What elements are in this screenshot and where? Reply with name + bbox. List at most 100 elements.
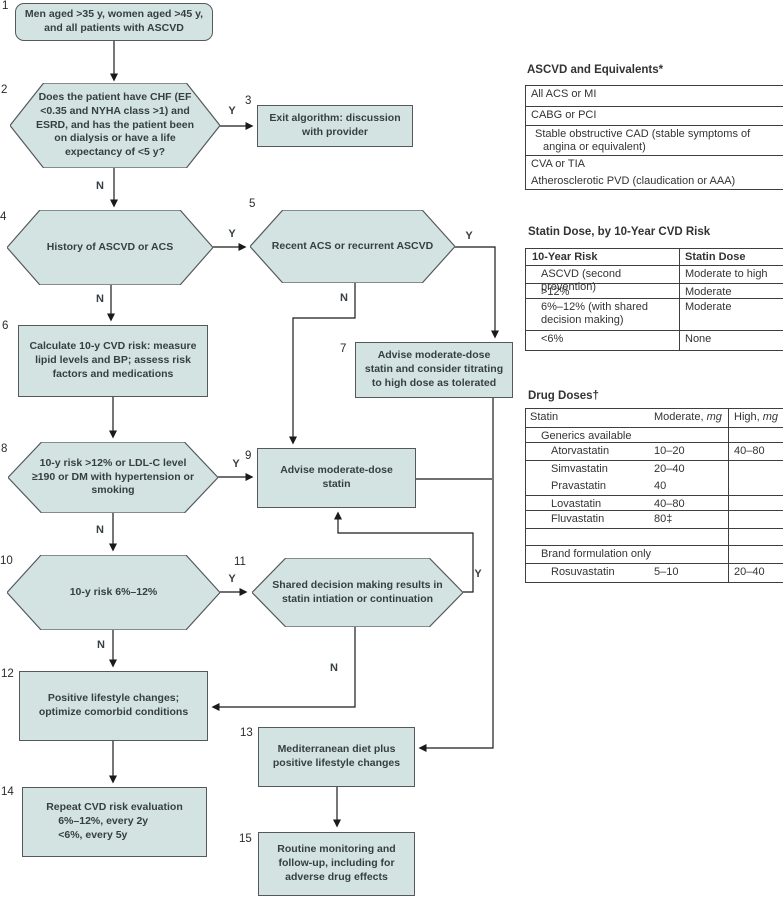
label-no-5: N	[340, 292, 348, 304]
risk-cell: 6%–12% (with shared decision making)	[541, 301, 649, 327]
node-number-9: 9	[245, 450, 252, 462]
node-text-3: Exit algorithm: discussion with provider	[269, 112, 401, 138]
node-number-15: 15	[239, 833, 252, 845]
node-text-6: Calculate 10-y CVD risk: measure lipid l…	[29, 340, 197, 380]
statin-column-header: Statin	[530, 411, 559, 423]
risk-cell: >12%	[541, 286, 570, 298]
dose-cell: None	[685, 333, 712, 345]
moderate-dose-cell: 20–40	[654, 463, 685, 475]
table-row: CVA or TIA	[526, 156, 783, 173]
label-no-11: N	[330, 662, 338, 674]
flow-node-6-action: Calculate 10-y CVD risk: measure lipid l…	[18, 325, 208, 397]
flow-node-14-action: Repeat CVD risk evaluation 6%–12%, every…	[22, 787, 207, 857]
label-yes-4: Y	[228, 228, 236, 240]
ascvd-row-2: CABG or PCI	[531, 109, 597, 121]
dose-cell: Moderate to high	[685, 268, 768, 280]
table-header-row: Statin Moderate, mg High, mg	[526, 409, 783, 428]
flow-node-4-decision: History of ASCVD or ACS	[7, 210, 213, 285]
edge-5y-7	[455, 246, 499, 339]
node-14-line-3: <6%, every 5y	[58, 828, 128, 841]
table-row: ASCVD (second prevention) Moderate to hi…	[526, 266, 783, 293]
flow-node-1-entry: Men aged >35 y, women aged >45 y, and al…	[15, 3, 213, 41]
node-text-8: 10-y risk >12% or LDL-C level ≥190 or DM…	[31, 456, 195, 497]
table-row: <6% None	[526, 331, 783, 350]
ascvd-row-3: Stable obstructive CAD (stable symptoms …	[535, 128, 751, 154]
label-no-8: N	[96, 524, 104, 536]
label-no-4: N	[96, 293, 104, 305]
generics-section-label: Generics available	[541, 430, 632, 442]
node-number-11: 11	[234, 556, 246, 568]
flow-node-8-decision: 10-y risk >12% or LDL-C level ≥190 or DM…	[8, 442, 218, 513]
drug-doses-table: Statin Moderate, mg High, mg Generics av…	[525, 408, 783, 583]
moderate-dose-cell: 40	[654, 480, 667, 492]
statin-dose-table-title: Statin Dose, by 10-Year CVD Risk	[528, 226, 711, 238]
ascvd-table: All ACS or MI CABG or PCI Stable obstruc…	[525, 85, 783, 190]
table-row-group: Simvastatin 20–40 Pravastatin 40	[526, 461, 783, 496]
table-row: Fluvastatin 80‡	[526, 511, 783, 529]
dose-cell: Moderate	[685, 301, 732, 313]
hexagon-shape	[8, 442, 218, 513]
node-number-13: 13	[240, 727, 253, 739]
hexagon-shape	[10, 83, 220, 168]
ascvd-table-title: ASCVD and Equivalents*	[527, 64, 664, 76]
node-number-12: 12	[1, 668, 14, 680]
flow-node-2-decision: Does the patient have CHF (EF <0.35 and …	[10, 83, 220, 168]
node-text-15: Routine monitoring and follow-up, includ…	[277, 843, 396, 883]
moderate-dose-cell: 10–20	[654, 445, 685, 457]
table-row: Rosuvastatin 5–10 20–40	[526, 564, 783, 582]
node-number-7: 7	[340, 343, 347, 355]
node-14-line-1: Repeat CVD risk evaluation	[46, 801, 183, 814]
risk-column-header: 10-Year Risk	[532, 251, 598, 263]
table-empty-row	[526, 529, 783, 546]
flow-node-12-action: Positive lifestyle changes; optimize com…	[19, 671, 208, 741]
node-number-2: 2	[1, 84, 8, 96]
node-14-line-2: 6%–12%, every 2y	[58, 815, 149, 828]
flow-node-13-action: Mediterranean diet plus positive lifesty…	[258, 727, 415, 787]
moderate-dose-cell: 40–80	[654, 498, 685, 510]
node-text-14: Repeat CVD risk evaluation 6%–12%, every…	[38, 799, 191, 845]
flow-node-15-action: Routine monitoring and follow-up, includ…	[258, 832, 415, 896]
node-text-4: History of ASCVD or ACS	[46, 240, 174, 253]
statin-name-cell: Atorvastatin	[551, 445, 610, 457]
node-text-13: Mediterranean diet plus positive lifesty…	[272, 743, 401, 769]
node-text-10: 10-y risk 6%–12%	[69, 585, 158, 598]
node-number-1: 1	[2, 0, 9, 12]
moderate-column-header: Moderate, mg	[654, 411, 781, 424]
statin-dose-table: 10-Year Risk Statin Dose ASCVD (second p…	[525, 248, 783, 351]
hexagon-shape	[250, 210, 455, 283]
table-section-row: Brand formulation only	[526, 546, 783, 564]
ascvd-row-4: CVA or TIA	[531, 158, 586, 170]
ascvd-row-1: All ACS or MI	[531, 88, 597, 100]
statin-name-cell: Simvastatin	[551, 463, 608, 475]
table-row: Atorvastatin 10–20 40–80	[526, 443, 783, 461]
hexagon-shape	[7, 210, 213, 285]
moderate-header-unit: mg	[706, 411, 722, 423]
high-header-text: High,	[734, 411, 760, 423]
moderate-header-text: Moderate,	[654, 411, 704, 423]
label-no-10: N	[97, 639, 105, 651]
table-row: >12% Moderate	[526, 284, 783, 299]
table-row: Atherosclerotic PVD (claudication or AAA…	[526, 173, 783, 189]
node-text-5: Recent ACS or recurrent ASCVD	[271, 239, 434, 252]
risk-cell: <6%	[541, 333, 564, 345]
label-yes-11: Y	[474, 568, 482, 580]
node-number-4: 4	[0, 211, 7, 223]
table-section-row: Generics available	[526, 428, 783, 443]
table-row: All ACS or MI	[526, 86, 783, 107]
dose-column-header: Statin Dose	[685, 251, 746, 263]
statin-name-cell: Lovastatin	[551, 498, 602, 510]
flow-node-3-exit: Exit algorithm: discussion with provider	[257, 105, 413, 147]
node-text-1: Men aged >35 y, women aged >45 y, and al…	[24, 8, 204, 34]
table-row: Stable obstructive CAD (stable symptoms …	[526, 126, 783, 156]
flow-node-11-decision: Shared decision making results in statin…	[252, 558, 463, 627]
node-text-12: Positive lifestyle changes; optimize com…	[38, 692, 189, 718]
label-yes-5: Y	[465, 230, 473, 242]
flow-node-10-decision: 10-y risk 6%–12%	[7, 555, 220, 630]
risk-cell: ASCVD (second prevention)	[541, 268, 622, 294]
node-number-3: 3	[245, 95, 252, 107]
moderate-dose-cell: 5–10	[654, 566, 679, 578]
table-row: Lovastatin 40–80	[526, 496, 783, 511]
node-number-14: 14	[1, 786, 14, 798]
node-number-8: 8	[1, 443, 8, 455]
